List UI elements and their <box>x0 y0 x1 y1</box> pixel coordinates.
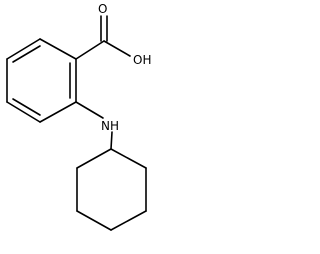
bond-ring-c4-c5 <box>6 101 41 123</box>
bond-c-oh <box>103 40 131 57</box>
hydroxyl-label: OH <box>133 53 151 67</box>
bond-cyclo-4 <box>76 210 112 231</box>
bond-ring-inner-bottom <box>12 98 41 116</box>
benzene-ring <box>6 38 77 123</box>
bond-ring-c5-c6 <box>39 101 77 123</box>
bond-ring-c2-c3 <box>6 38 41 60</box>
bond-ring-inner-top <box>12 45 41 63</box>
bond-ring-carboxyl <box>75 40 105 60</box>
bond-cyclo-3 <box>110 210 147 231</box>
bond-ring-c1-c2 <box>39 38 77 60</box>
cyclohexane-ring <box>76 148 147 231</box>
bond-cyclo-1 <box>110 148 147 169</box>
amine-label: NH <box>101 119 119 133</box>
bond-cyclo-6 <box>76 148 112 169</box>
carboxylic-acid-group: O OH <box>75 2 151 67</box>
chemical-structure: O OH NH <box>6 2 151 231</box>
carbonyl-oxygen-label: O <box>98 2 107 16</box>
amine-linkage: NH <box>75 101 119 150</box>
bond-n-cyclohexyl <box>110 131 113 150</box>
bond-ring-n <box>75 101 104 119</box>
